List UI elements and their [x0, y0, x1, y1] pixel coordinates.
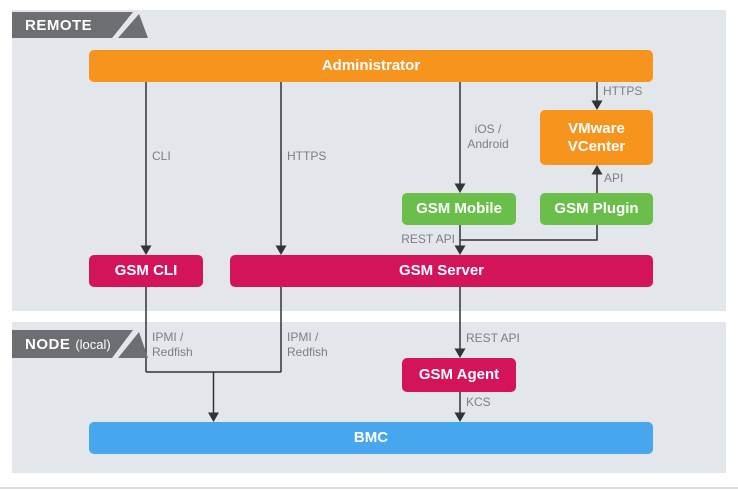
gsm-agent-box: GSM Agent	[402, 358, 516, 392]
arrowhead-ios-android	[454, 183, 466, 193]
gsm-server-label: GSM Server	[398, 262, 485, 280]
remote-section-label: REMOTE	[25, 16, 93, 34]
administrator-label: Administrator	[321, 57, 421, 75]
arrowhead-cli	[140, 245, 152, 255]
remote-banner-accent-triangle	[118, 14, 148, 38]
cli-edge-label: CLI	[152, 149, 171, 163]
arrowhead-ipmi-to-bmc	[208, 412, 219, 422]
kcs-edge-label: KCS	[466, 395, 491, 409]
bmc-box: BMC	[89, 422, 653, 454]
edge-plugin-elbow-line	[460, 225, 598, 241]
gsm-server-box: GSM Server	[230, 255, 653, 287]
bottom-divider	[0, 487, 738, 489]
gsm-cli-label: GSM CLI	[114, 262, 178, 280]
administrator-box: Administrator	[89, 50, 653, 82]
arrowhead-kcs	[454, 412, 466, 422]
gsm-plugin-label: GSM Plugin	[554, 200, 639, 218]
gsm-agent-label: GSM Agent	[418, 366, 500, 384]
bmc-label: BMC	[353, 429, 389, 447]
ios-android-edge-label: iOS / Android	[467, 122, 509, 151]
gsm-mobile-label: GSM Mobile	[416, 200, 502, 218]
gsm-plugin-box: GSM Plugin	[540, 193, 653, 225]
gsm-mobile-box: GSM Mobile	[402, 193, 516, 225]
https-left-edge-label: HTTPS	[287, 149, 327, 163]
rest-api-node-edge-label: REST API	[466, 331, 520, 345]
ipmi-redfish-left-edge-label: IPMI / Redfish	[152, 330, 193, 359]
remote-banner-shape	[12, 12, 133, 38]
ipmi-redfish-right-edge-label: IPMI / Redfish	[287, 330, 328, 359]
arrowhead-rest-api-node	[454, 348, 466, 358]
https-right-edge-label: HTTPS	[603, 84, 643, 98]
node-banner-shape	[12, 330, 133, 358]
arrowhead-https-left	[275, 245, 287, 255]
vmware-vcenter-label: VMware VCenter	[567, 120, 626, 155]
api-edge-label: API	[604, 171, 624, 185]
remote-section-title: REMOTE	[25, 12, 92, 38]
node-section-label: NODE	[25, 335, 71, 353]
arrowhead-api-up	[591, 165, 603, 175]
node-section-sublabel: (local)	[75, 336, 111, 352]
vmware-vcenter-box: VMware VCenter	[540, 110, 653, 165]
node-section-title: NODE (local)	[25, 330, 111, 358]
arrowhead-https-right	[591, 100, 603, 110]
arrowhead-rest-api-remote	[454, 245, 466, 255]
gsm-cli-box: GSM CLI	[89, 255, 203, 287]
rest-api-remote-edge-label: REST API	[401, 232, 455, 246]
node-banner-accent-triangle	[118, 332, 148, 358]
